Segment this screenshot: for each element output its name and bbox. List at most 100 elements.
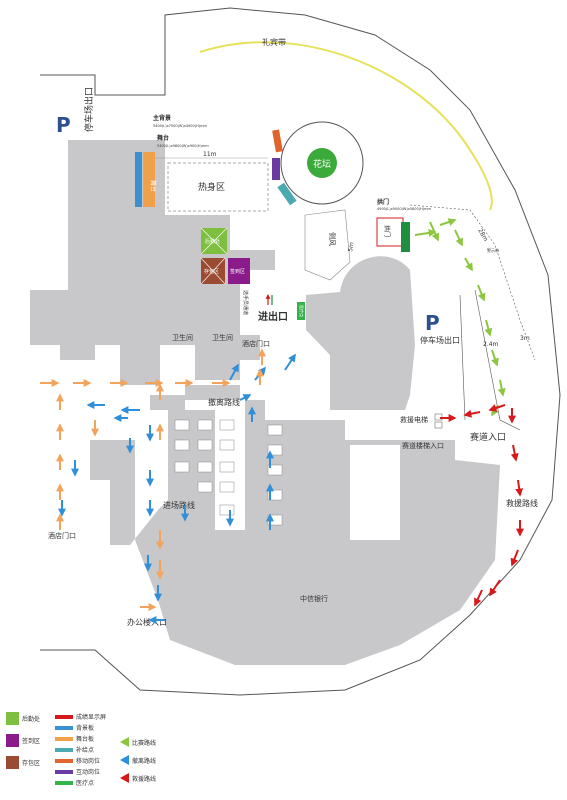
warning-belt-label: 警示带 <box>487 247 499 253</box>
legend-swatch <box>55 780 73 785</box>
legend-label: 舞台板 <box>76 736 95 743</box>
legend-label: 存包区 <box>22 760 41 767</box>
vip-belt-label: 礼宾带 <box>262 37 286 47</box>
legend-label: 比赛路线 <box>132 739 157 747</box>
gate-vertical-label: 拱门 <box>383 225 391 237</box>
legend-label: 撤离路线 <box>132 757 157 765</box>
evac-route-label: 撤离路线 <box>208 397 240 407</box>
restroom-2-label: 卫生间 <box>212 333 233 342</box>
parking-exit-top-label: 停车场出口 <box>83 87 95 132</box>
signin-area <box>228 258 250 284</box>
green-route-arrow <box>484 319 493 337</box>
signin-label: 签到区 <box>230 268 245 275</box>
site-boundary <box>40 7 561 696</box>
stage-size: 5400(L)x9800(W)x900(H)mm <box>157 144 209 148</box>
legend-item: 后勤处 <box>6 712 40 725</box>
main-backdrop <box>135 152 142 207</box>
legend-label: 医疗点 <box>76 780 95 787</box>
green-route-arrow <box>497 379 506 397</box>
parking-exit-right-label: 停车场出口 <box>420 335 460 345</box>
legend-swatch <box>55 725 73 730</box>
dim-3m: 3m <box>520 335 530 342</box>
medical-point <box>297 302 305 320</box>
legend-item: 补给点 <box>55 745 94 754</box>
route-arrows <box>40 218 524 624</box>
signin-icon <box>6 734 19 747</box>
race-entrance-label: 赛道入口 <box>470 431 506 443</box>
flower-bed-label: 花坛 <box>313 158 331 170</box>
dim-24m: 2.4m <box>483 341 499 348</box>
medical-label: 医疗点 <box>299 305 305 317</box>
legend-label: 救援路线 <box>132 775 157 783</box>
hotel-door-1-label: 酒店门口 <box>242 339 270 348</box>
blue-route-arrow <box>239 394 252 402</box>
green-route-arrow <box>454 229 463 247</box>
red-route-arrow <box>510 549 519 567</box>
legend-item: 舞台板 <box>55 734 94 743</box>
gate <box>401 222 410 252</box>
rescue-route-label: 救援路线 <box>506 498 538 508</box>
legend-item: 背景板 <box>55 723 94 732</box>
race-building-entrance-label: 赛道楼梯入口 <box>402 441 444 450</box>
gate-size: 4900(L)x9000(W)x5800(H)mm <box>377 207 432 211</box>
elevator-boxes <box>174 419 283 526</box>
blue-route-arrow <box>284 353 296 371</box>
legend-label: 后勤处 <box>22 716 41 723</box>
green-route-arrow <box>491 349 499 367</box>
red-route-arrow <box>510 444 519 462</box>
legend-swatch <box>55 747 73 752</box>
main-backdrop-label: 主背景 <box>153 114 171 122</box>
green-route-arrow <box>477 284 486 302</box>
legend-label: 成绩显示屏 <box>76 714 107 721</box>
legend-swatch <box>55 714 73 719</box>
red-route-arrow <box>463 409 481 418</box>
parking-icon: P <box>425 311 440 335</box>
dim-28m: 28m <box>476 228 489 243</box>
vip-belt <box>199 41 493 211</box>
legend-item: 存包区 <box>6 756 40 769</box>
legend-item: 签到区 <box>6 734 40 747</box>
warmup-area-label: 热身区 <box>198 181 225 193</box>
storage-label: 存包区 <box>204 268 219 275</box>
stage <box>143 152 155 207</box>
red-route-arrow <box>489 579 501 597</box>
wind-left-label: 侧风 <box>328 232 337 246</box>
rescue-elevator-label: 救援电梯 <box>400 415 428 424</box>
legend-item: 比赛路线 <box>120 737 156 747</box>
red-route-arrow <box>515 479 524 497</box>
logistics-label: 后勤处 <box>205 238 220 245</box>
legend-label: 背景板 <box>76 725 95 732</box>
office-entrance-label: 办公楼入口 <box>127 617 167 627</box>
interactive-post <box>272 158 280 180</box>
logistics-icon <box>6 712 19 725</box>
entry-route-label: 进场路线 <box>163 500 195 510</box>
score-screen <box>272 129 283 153</box>
warmup-area <box>167 162 269 212</box>
legend-item: 移动岗位 <box>55 756 100 765</box>
legend-item: 撤离路线 <box>120 755 156 765</box>
legend-swatch <box>55 736 73 741</box>
legend-label: 补给点 <box>76 747 95 754</box>
restroom-1-label: 卫生间 <box>172 333 193 342</box>
legend-label: 签到区 <box>22 738 41 745</box>
green-route-arrow <box>414 228 437 237</box>
legend-swatch <box>55 758 73 763</box>
legend-swatch <box>120 773 129 783</box>
buildings <box>30 140 500 665</box>
main-backdrop-size: 5400(L)x7500(W)x4900(H)mm <box>153 124 208 128</box>
green-route-arrow <box>439 218 457 226</box>
stage-vertical-label: 舞台 <box>149 180 157 192</box>
venue-map: 礼宾带 P 停车场出口 P 停车场出口 花坛 主背景 5400(L)x7500(… <box>30 7 561 696</box>
hotel-door-2-label: 酒店门口 <box>48 531 76 540</box>
legend-item: 成绩显示屏 <box>55 712 106 721</box>
green-route-arrow <box>464 257 473 272</box>
flower-bed <box>307 148 337 178</box>
legend-label: 互动岗位 <box>76 769 101 776</box>
red-route-arrow <box>488 404 506 412</box>
stage-label: 舞台 <box>157 134 169 142</box>
legend-item: 医疗点 <box>55 778 94 787</box>
parking-icon: P <box>56 113 71 137</box>
legend-swatch <box>120 755 129 765</box>
legend-item: 救援路线 <box>120 773 156 783</box>
storage-icon <box>6 756 19 769</box>
